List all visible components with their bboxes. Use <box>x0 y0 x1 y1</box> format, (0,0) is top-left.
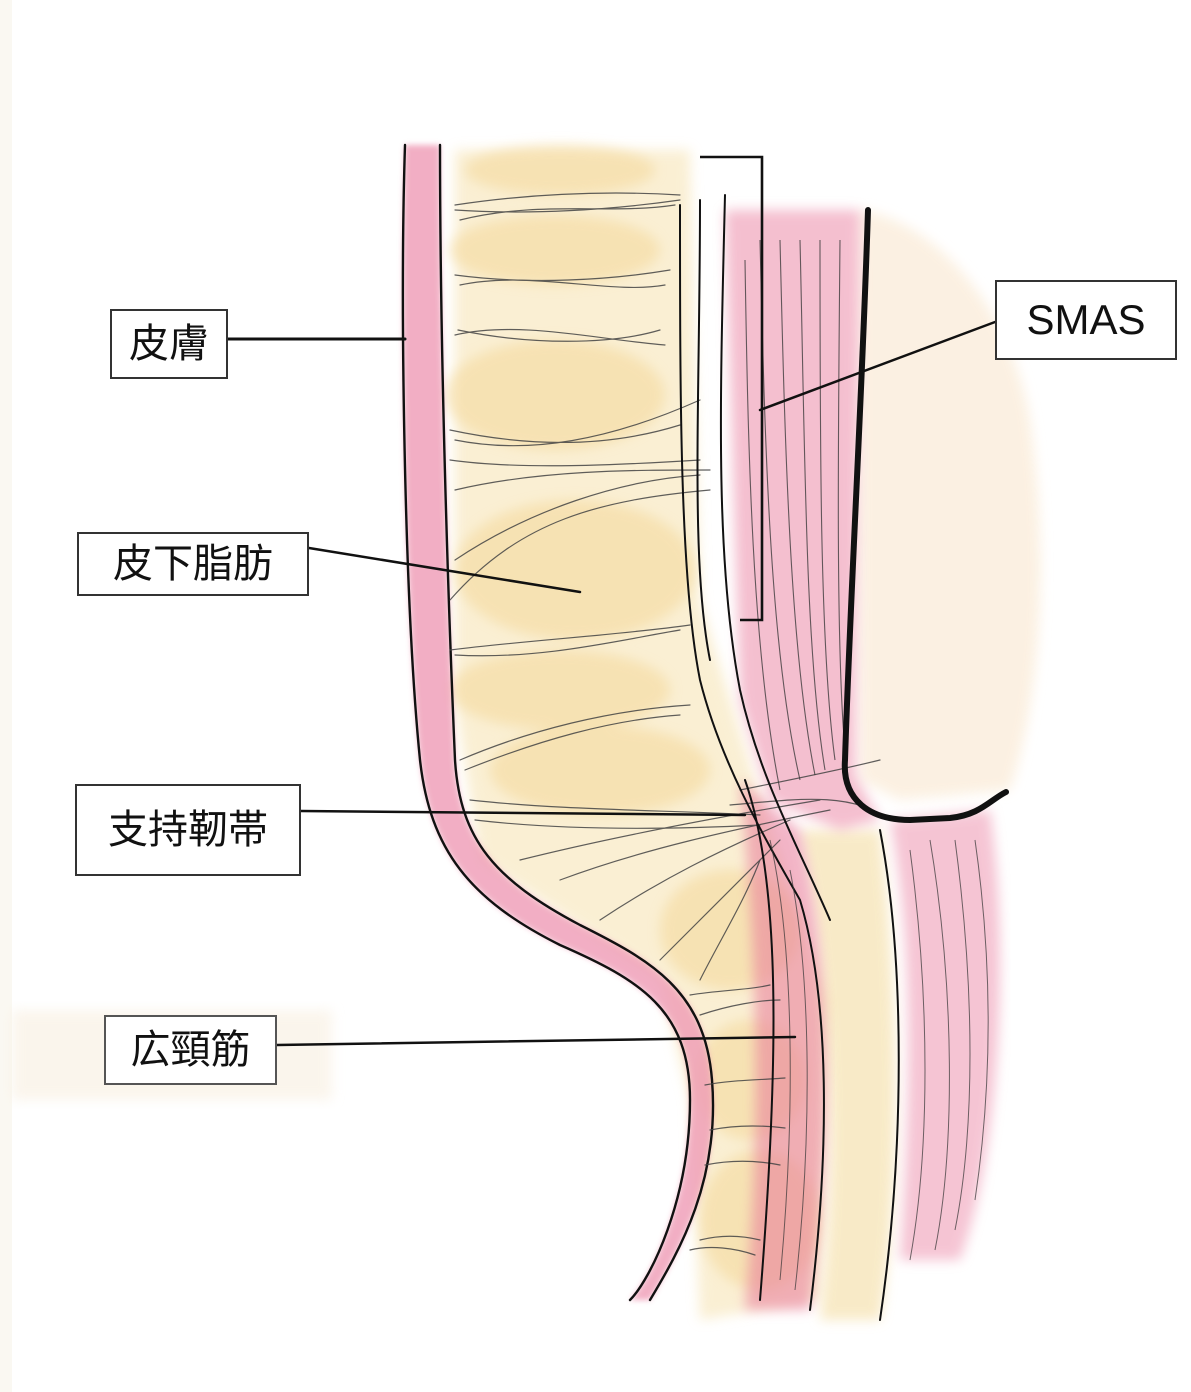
label-skin: 皮膚 <box>110 309 228 379</box>
label-retinaculum: 支持靭帯 <box>75 784 301 876</box>
fat-lobule <box>455 500 695 640</box>
label-platysma: 広頸筋 <box>104 1015 277 1085</box>
fat-lobule <box>445 340 665 450</box>
label-subcutaneous-fat: 皮下脂肪 <box>77 532 309 596</box>
fat-lobule <box>450 215 660 285</box>
label-smas: SMAS <box>995 280 1177 360</box>
fat-lobule <box>490 725 710 815</box>
fat-lobule <box>465 145 655 195</box>
fat-lobule <box>450 650 670 730</box>
